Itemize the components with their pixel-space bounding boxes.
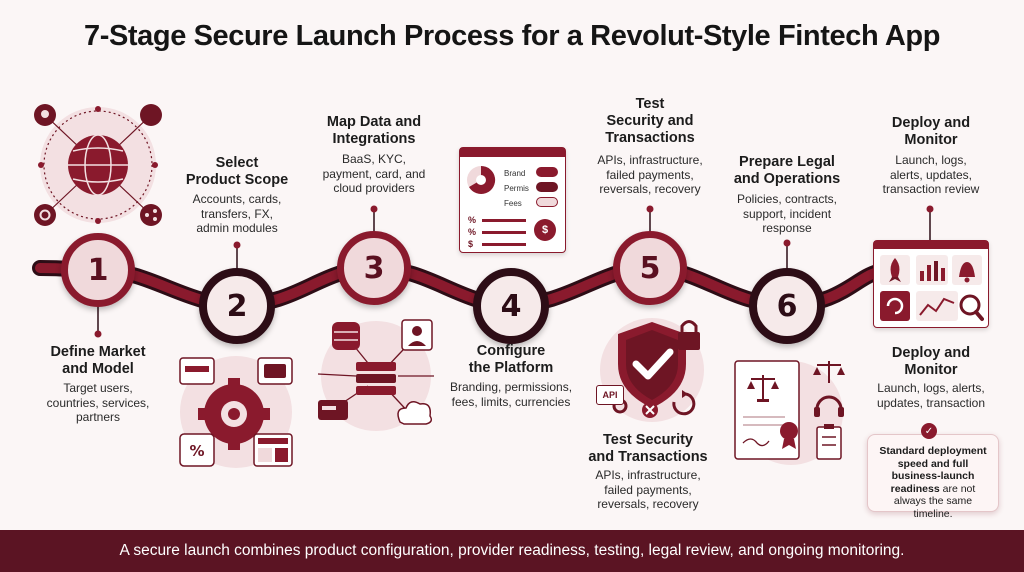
toggle-label-permissions: Permis xyxy=(504,184,529,193)
product-modules-illustration: % xyxy=(179,356,293,468)
stage-1-desc: Target users,countries, services,partner… xyxy=(46,381,150,424)
slider-symbol-2: % xyxy=(468,227,477,237)
wallet-icon xyxy=(257,357,293,385)
toggle-label-fees: Fees xyxy=(504,199,522,208)
shield-check-icon xyxy=(618,322,686,408)
stage-4-node: 4 xyxy=(473,268,549,344)
scales-icon xyxy=(747,375,779,402)
slider-3 xyxy=(482,243,526,246)
refresh-icon xyxy=(880,291,910,321)
server-icon xyxy=(356,362,396,395)
legal-operations-illustration xyxy=(734,360,845,465)
clipboard-icon xyxy=(816,424,842,460)
toggle-permissions xyxy=(536,182,558,192)
gear-icon xyxy=(34,204,56,226)
stage-6-node: 6 xyxy=(749,268,825,344)
security-illustration xyxy=(600,318,704,422)
database-icon xyxy=(332,322,360,350)
headset-icon xyxy=(814,395,844,417)
timeline-note-card: Standard deployment speed and full busin… xyxy=(867,434,999,520)
stage-5-repeat-desc: APIs, infrastructure,failed payments,rev… xyxy=(595,468,701,511)
toggle-brand xyxy=(536,167,558,177)
compass-icon xyxy=(140,104,162,126)
refresh-icon xyxy=(672,390,696,416)
stage-7-repeat-desc: Launch, logs, alerts,updates, transactio… xyxy=(876,381,986,410)
slider-1 xyxy=(482,219,526,222)
toggle-label-brand: Brand xyxy=(504,169,526,178)
api-badge: API xyxy=(596,385,624,405)
slider-2 xyxy=(482,231,526,234)
bell-icon xyxy=(952,255,982,285)
config-panel-illustration: Brand Permis Fees % % $ $ xyxy=(459,147,566,253)
currency-coin-icon: $ xyxy=(534,219,556,241)
card-icon xyxy=(318,400,348,420)
note-normal-text: are not always the same timeline. xyxy=(893,482,976,520)
footer-banner: A secure launch combines product configu… xyxy=(0,530,1024,572)
chart-icon xyxy=(916,255,948,285)
toggle-fees xyxy=(536,197,558,207)
data-integrations-illustration xyxy=(317,319,434,431)
stage-5-node: 5 xyxy=(613,231,687,305)
gear-icon xyxy=(198,378,270,450)
note-bold-text: Standard deployment speed and full busin… xyxy=(879,445,987,495)
dashboard-icon xyxy=(253,433,293,467)
svg-text:%: % xyxy=(189,442,204,460)
pie-icon xyxy=(467,165,496,194)
error-icon xyxy=(642,402,658,418)
slider-symbol-3: $ xyxy=(468,239,474,249)
stage-2-node: 2 xyxy=(199,268,275,344)
lock-icon xyxy=(678,320,700,350)
check-icon: ✓ xyxy=(921,423,937,439)
stage-5-desc: APIs, infrastructure,failed payments,rev… xyxy=(597,153,703,196)
stage-3-node: 3 xyxy=(337,231,411,305)
card-icon xyxy=(179,357,215,385)
person-icon xyxy=(401,319,433,351)
globe-icon xyxy=(68,134,128,196)
share-icon xyxy=(140,204,162,226)
monitoring-dashboard-illustration xyxy=(873,240,989,328)
stage-1-node: 1 xyxy=(61,233,135,307)
magnifier-icon xyxy=(959,294,984,321)
scales-icon xyxy=(813,361,845,383)
stage-4-desc: Branding, permissions,fees, limits, curr… xyxy=(449,380,573,409)
globe-network-illustration xyxy=(34,104,162,226)
percent-icon: % xyxy=(179,433,215,467)
stage-2-desc: Accounts, cards,transfers, FX,admin modu… xyxy=(192,192,282,235)
line-chart-icon xyxy=(916,291,958,321)
seal-icon xyxy=(780,422,798,449)
cloud-icon xyxy=(397,401,433,425)
rocket-icon xyxy=(880,255,910,285)
page-title: 7-Stage Secure Launch Process for a Revo… xyxy=(83,20,941,52)
stage-7-desc: Launch, logs,alerts, updates,transaction… xyxy=(882,153,980,196)
slider-symbol-1: % xyxy=(468,215,477,225)
location-pin-icon xyxy=(34,104,56,126)
